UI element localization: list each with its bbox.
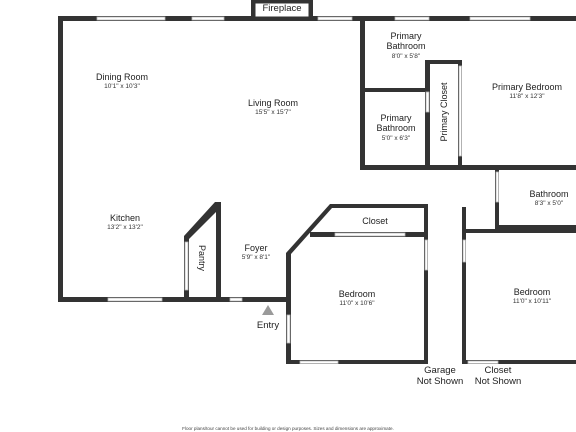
primary-closet-label: Primary Closet — [439, 82, 449, 142]
fireplace-box — [254, 2, 310, 18]
exterior-walls — [58, 0, 576, 302]
bedroom-left-label: Bedroom 11'0" x 10'6" — [338, 289, 376, 308]
pantry-label: Pantry — [197, 244, 207, 271]
living-room-label: Living Room 15'5" x 15'7" — [247, 98, 299, 117]
pantry-walls — [184, 202, 221, 300]
right-bedroom-walls — [462, 207, 576, 364]
bathroom-label: Bathroom 8'3" x 5'0" — [529, 189, 569, 208]
disclaimer-text: Floor plans/tour cannot be used for buil… — [182, 426, 394, 431]
fireplace-label: Fireplace — [262, 3, 302, 14]
bedroom-right-label: Bedroom 11'0" x 10'11" — [512, 287, 552, 306]
entry-label: Entry — [256, 320, 280, 331]
garage-not-shown-label: Garage Not Shown — [416, 365, 464, 387]
kitchen-label: Kitchen 13'2" x 13'2" — [107, 213, 143, 232]
foyer-label: Foyer 5'9" x 8'1" — [241, 243, 271, 262]
dining-room-label: Dining Room 10'1" x 10'3" — [95, 72, 149, 91]
left-bedroom-walls — [286, 204, 428, 364]
closet-upper-label: Closet — [362, 216, 388, 226]
primary-bedroom-label: Primary Bedroom 11'8" x 12'3" — [491, 82, 563, 101]
primary-bathroom-top-label: Primary Bathroom 8'0" x 5'8" — [386, 31, 426, 60]
entry-arrow-icon — [262, 305, 274, 315]
closet-not-shown-label: Closet Not Shown — [474, 365, 522, 387]
primary-bathroom-small-label: Primary Bathroom 5'0" x 6'3" — [376, 113, 416, 142]
